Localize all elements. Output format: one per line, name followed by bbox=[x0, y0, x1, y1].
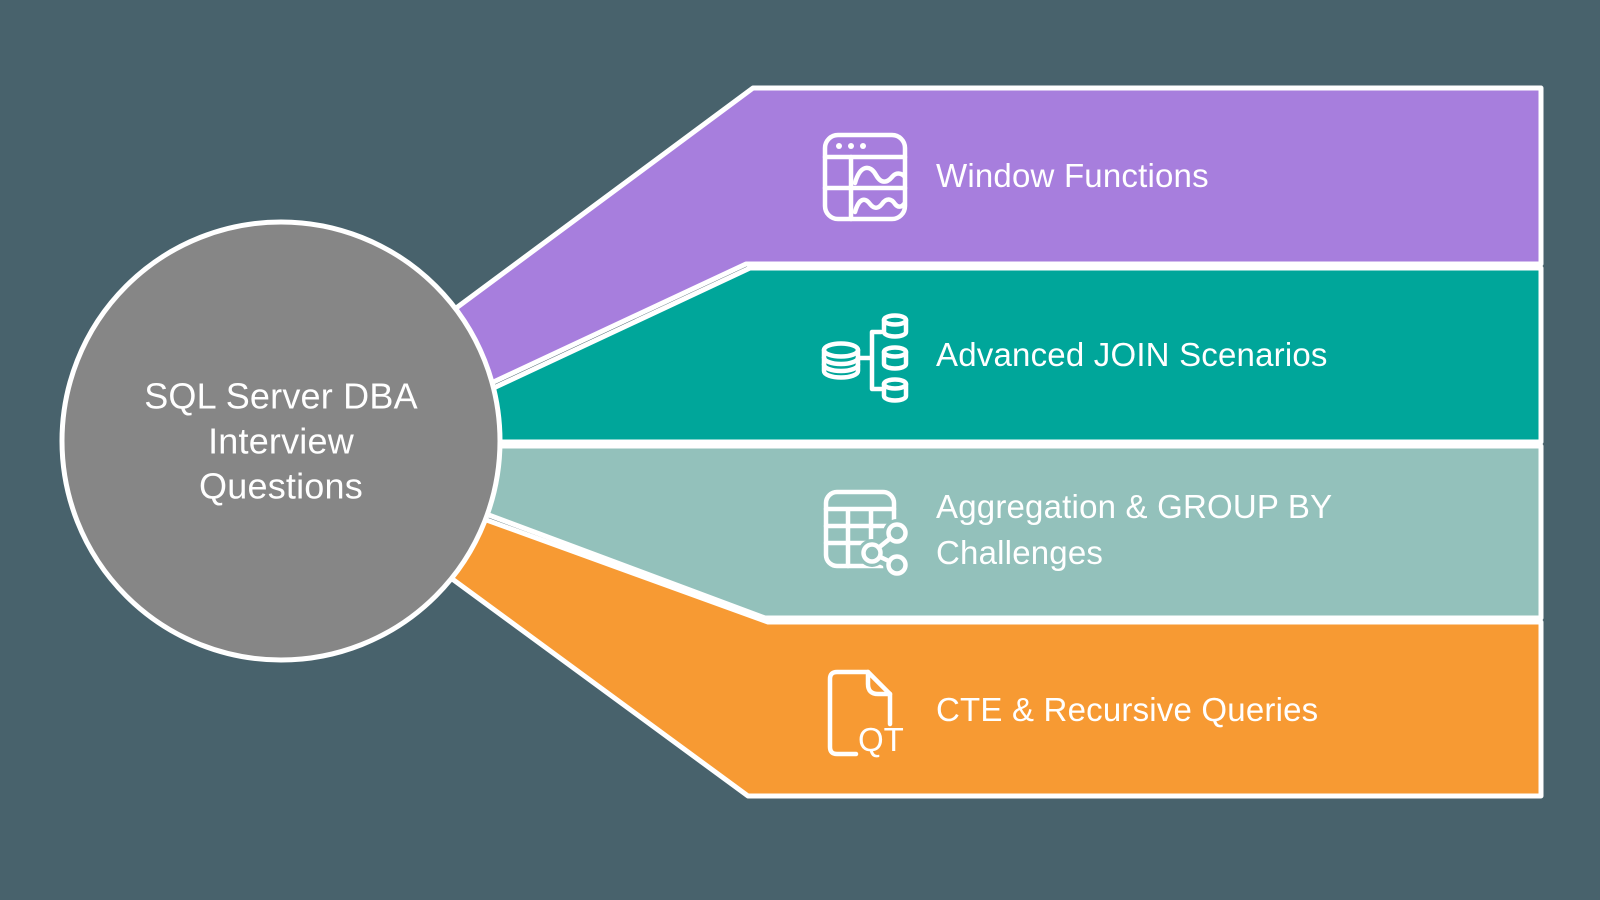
table-share-icon bbox=[823, 489, 911, 579]
center-circle bbox=[59, 219, 503, 663]
window-chart-icon bbox=[822, 132, 908, 222]
band-label-advanced-join: Advanced JOIN Scenarios bbox=[936, 336, 1328, 373]
center-circle-title: SQL Server DBA Interview Questions bbox=[144, 375, 418, 507]
band-label-cte: CTE & Recursive Queries bbox=[936, 691, 1319, 728]
band-label-window-functions: Window Functions bbox=[936, 157, 1209, 194]
band-label-aggregation: Aggregation & GROUP BY Challenges bbox=[936, 488, 1333, 571]
document-qt-icon-text: QT bbox=[858, 721, 904, 758]
database-join-icon bbox=[821, 313, 909, 403]
document-qt-icon: QT bbox=[827, 669, 904, 758]
